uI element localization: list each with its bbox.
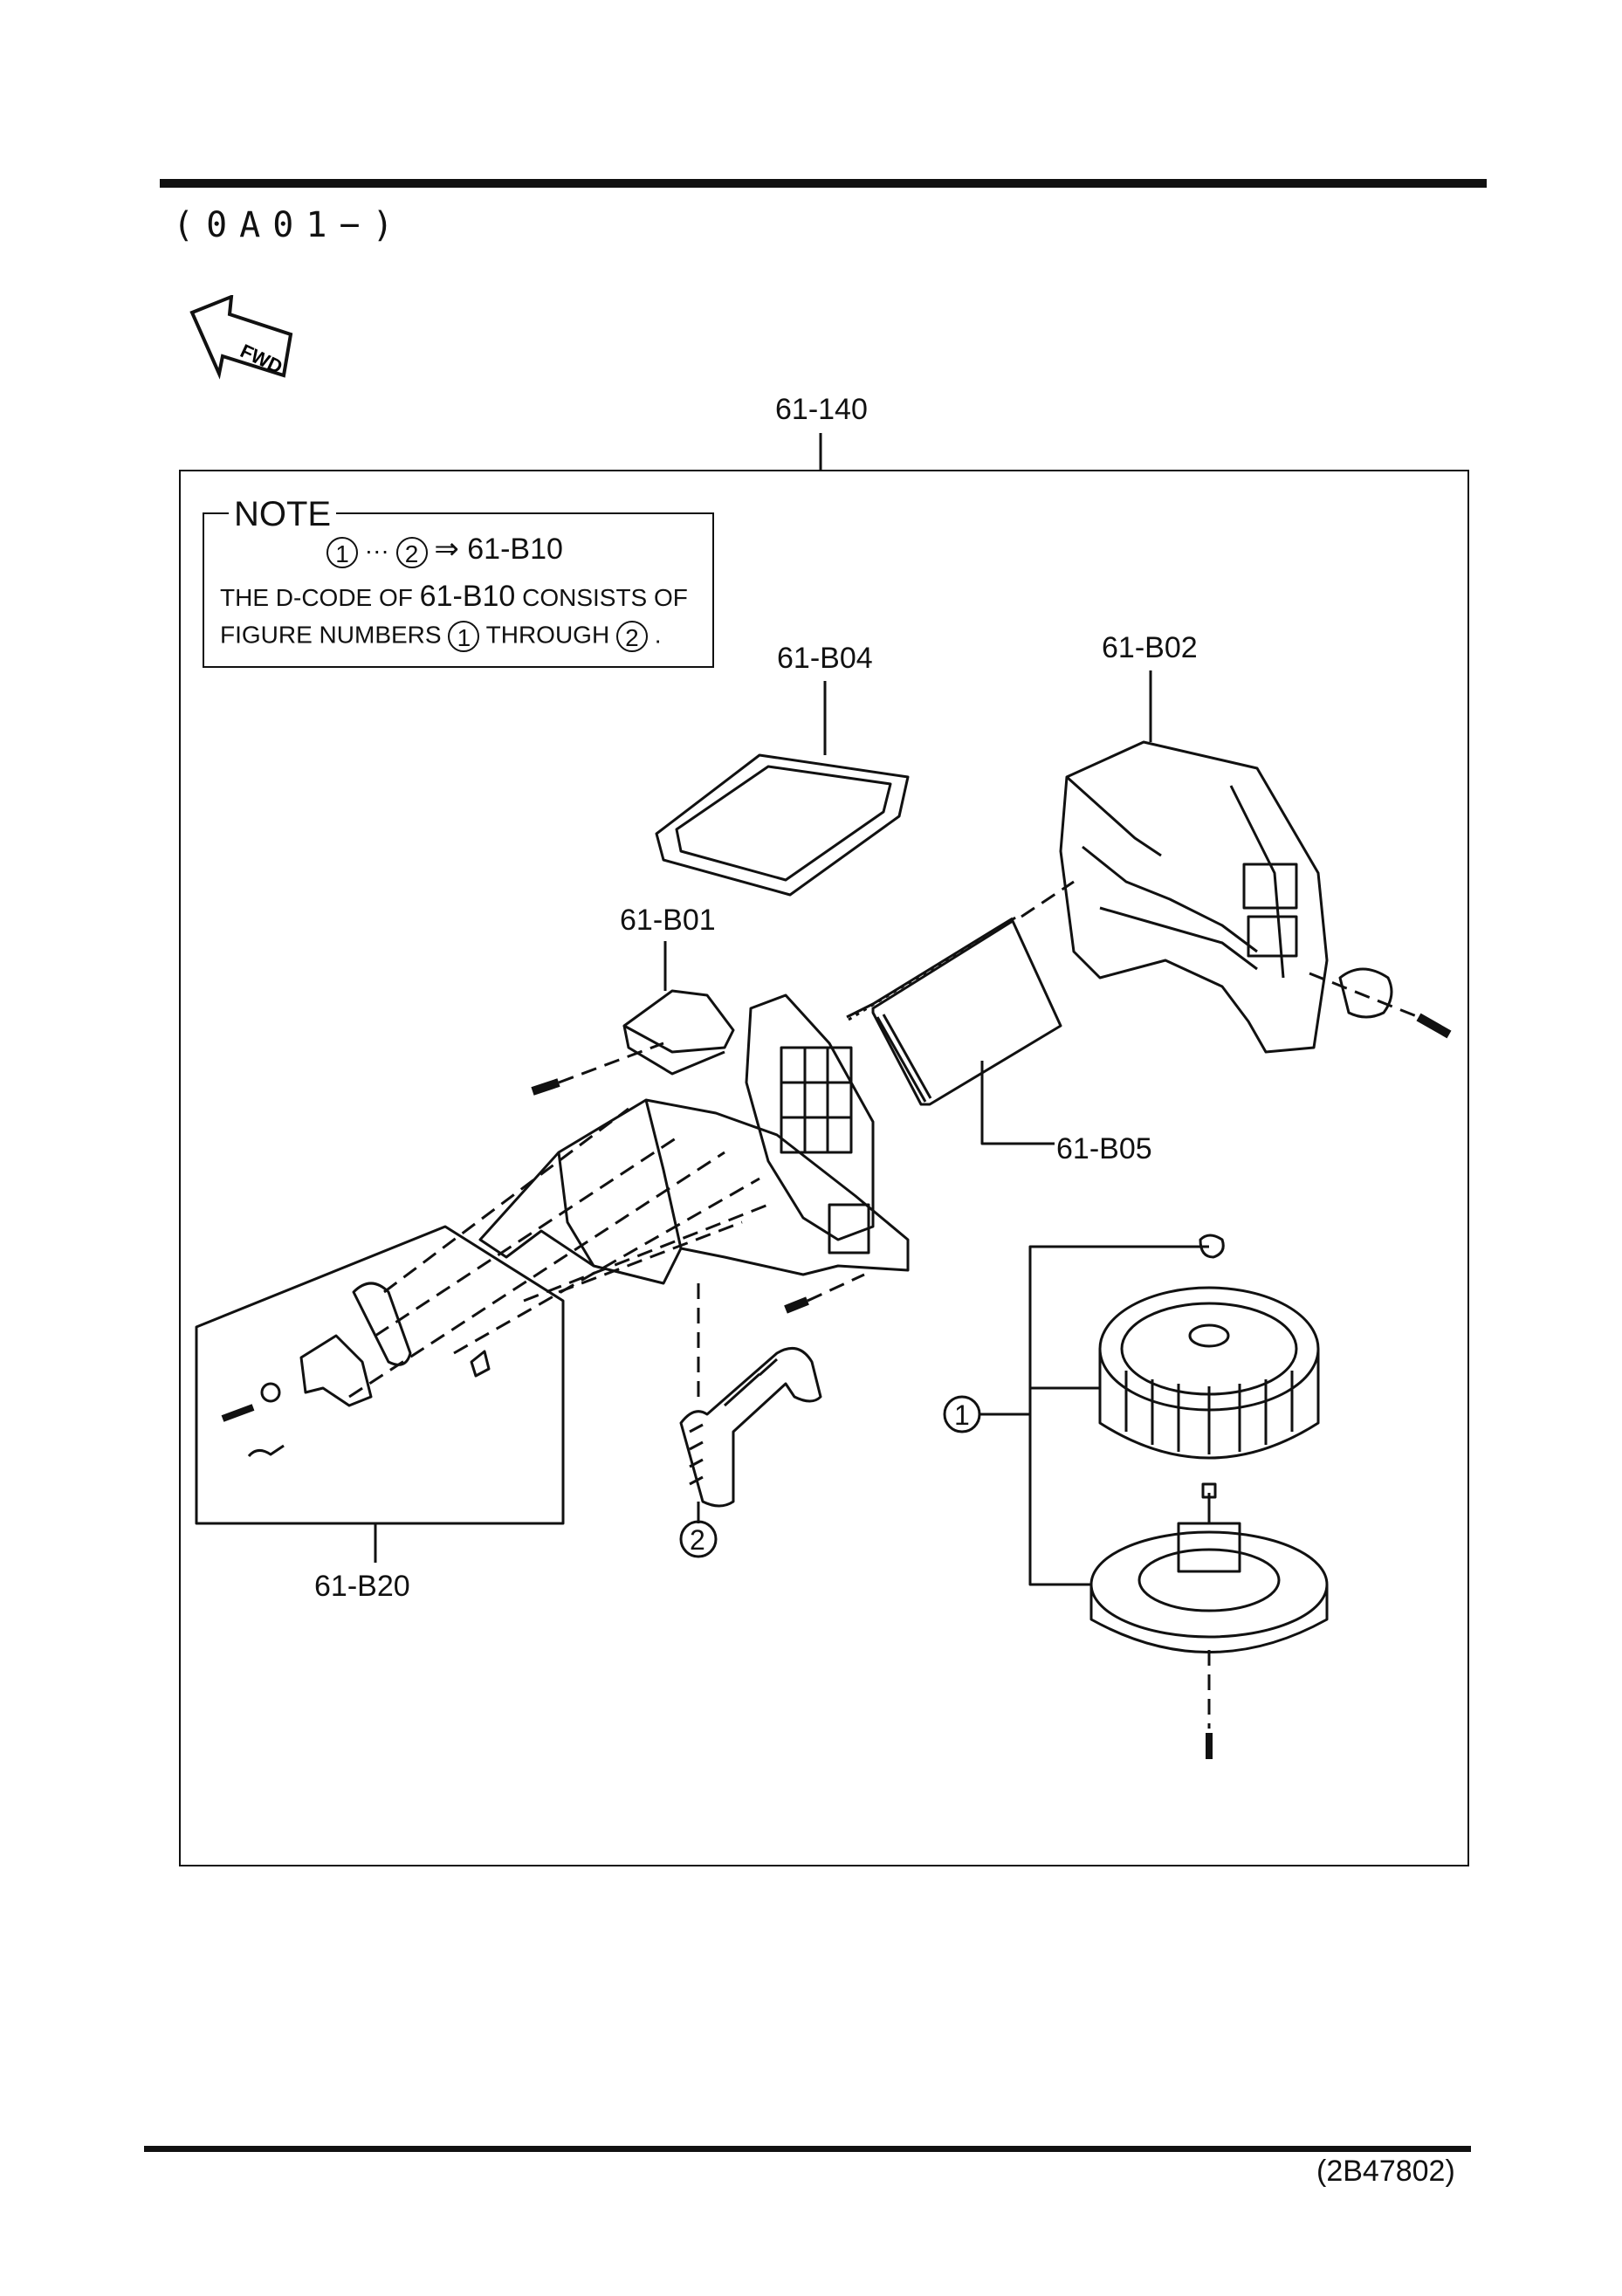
note-line2-figure-2-badge: 2 [615,621,648,652]
note-figure-1-badge: 1 [326,536,358,568]
top-rule [160,179,1487,188]
model-code-range: (0A01−) [173,205,406,245]
part-label-b01: 61-B01 [620,904,716,937]
figure-1-badge-label: 1 [954,1399,970,1431]
b02-housing-part [1059,740,1329,1054]
b05-leader-line [980,1061,1055,1145]
note-line1-code: 61-B10 [419,580,516,613]
note-line2-end: . [654,621,662,649]
note-line1-post: CONSISTS OF [522,584,688,611]
b04-gasket-part [655,753,910,897]
b02-screw-icon [1416,1013,1452,1039]
note-figure-2-badge: 2 [395,536,428,568]
part-label-b02: 61-B02 [1102,631,1198,664]
b20-clip-icon [247,1444,285,1458]
part-label-b20: 61-B20 [314,1570,410,1603]
figure-1-fan-part [1098,1286,1320,1460]
figure-1-motor-part [1089,1482,1329,1653]
b20-small-bracket-icon [470,1350,491,1378]
fwd-arrow-icon: FWD [189,295,293,380]
part-label-b05: 61-B05 [1056,1132,1152,1165]
b01-lower-screw-icon [784,1296,809,1314]
assembly-label: 61-140 [775,393,868,426]
note-line1-pre: THE D-CODE OF [220,584,413,611]
b20-kit-box [195,1225,565,1525]
figure-1-clip-icon [1199,1234,1225,1259]
bottom-rule [144,2146,1471,2152]
figure-2-badge-circle [679,1520,718,1558]
figure-1-badge-circle [943,1395,981,1433]
note-box: NOTE 1 ··· 2 ⇒ 61-B10 THE D-CODE OF 61-B… [203,495,714,668]
b01-housing-part [478,989,910,1285]
b01-screw-icon [531,1078,560,1096]
b20-nut-icon [260,1382,281,1403]
note-line2-figure-1-badge: 1 [448,621,480,652]
part-label-b04: 61-B04 [777,642,873,675]
note-ellipsis: ··· [364,537,389,564]
b20-screw-icon [221,1404,255,1422]
diagram-frame [179,470,1469,1866]
figure-2-hose-part [679,1346,822,1508]
b05-filter-part [846,915,1062,1106]
b02-clip-part [1338,967,1393,1019]
note-line2-mid: THROUGH [485,621,610,649]
document-id: (2B47802) [1316,2155,1455,2188]
note-arrow-target: ⇒ 61-B10 [434,533,563,566]
note-title: NOTE [229,495,337,534]
note-line2-pre: FIGURE NUMBERS [220,621,442,649]
figure-2-badge-label: 2 [690,1524,705,1556]
b20-lever-part [299,1282,412,1407]
